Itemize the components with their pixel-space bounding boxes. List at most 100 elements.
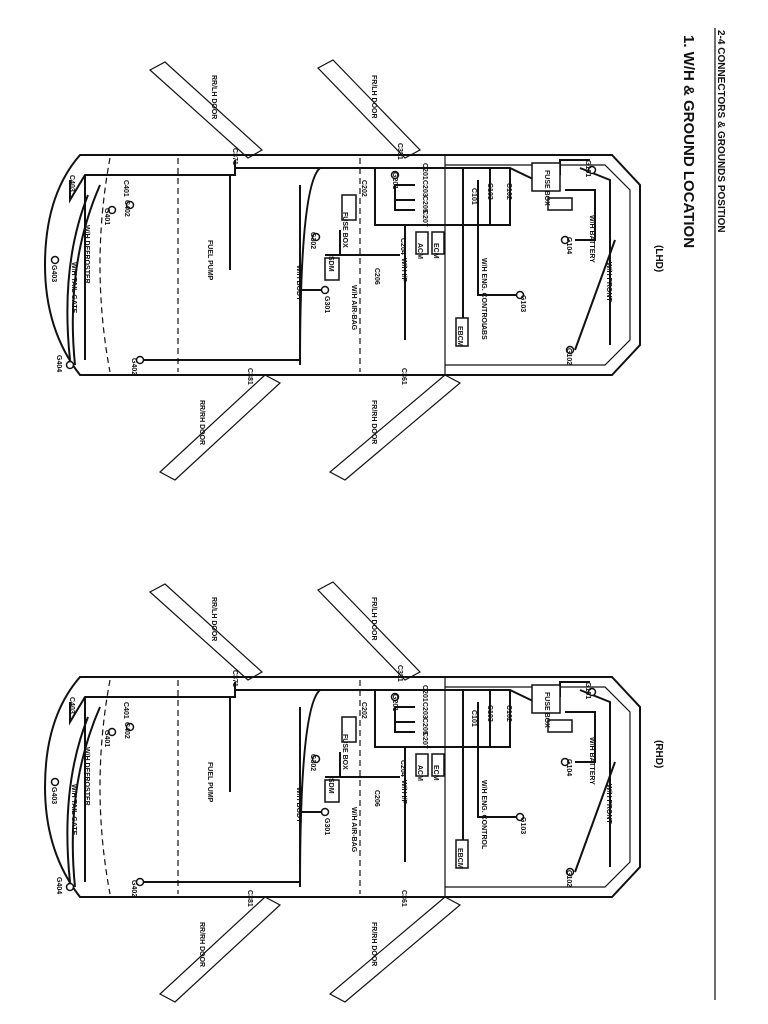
wire-harness bbox=[71, 706, 101, 888]
wire-harness bbox=[477, 702, 520, 818]
sdm-module bbox=[324, 257, 340, 281]
diagram-label: C401 bbox=[122, 180, 129, 197]
page-title: 1. W/H & GROUND LOCATION bbox=[680, 35, 697, 248]
ecm-module bbox=[431, 231, 445, 255]
wire-harness bbox=[66, 194, 89, 361]
wire-harness bbox=[565, 711, 596, 763]
diagram-label: C201 bbox=[421, 163, 428, 180]
diagram-label: C205 bbox=[421, 718, 428, 735]
wire-harness bbox=[66, 716, 89, 883]
diagram-label: C204 bbox=[399, 238, 406, 255]
diagram-label: ACM bbox=[416, 765, 423, 781]
diagram-label: W/H I/P bbox=[400, 258, 407, 282]
diagram-label: FUEL PUMP bbox=[206, 762, 213, 803]
ebcm-module bbox=[455, 839, 469, 869]
diagram-label: FUSE BOX bbox=[543, 692, 550, 728]
ground-point bbox=[125, 722, 135, 732]
diagram-label: W/H FRONT bbox=[605, 262, 612, 302]
ground-point bbox=[515, 812, 525, 822]
wire-harness bbox=[574, 239, 616, 351]
vehicle-outline bbox=[43, 154, 641, 376]
ground-point bbox=[320, 285, 330, 295]
rear-divider bbox=[99, 679, 111, 895]
diagram-label: C403 bbox=[68, 697, 75, 714]
diagram-label: C402 bbox=[123, 722, 130, 739]
diagram-label: C351 bbox=[396, 143, 403, 160]
diagram-label: G302 bbox=[309, 232, 316, 249]
ground-point bbox=[107, 727, 117, 737]
diagram-label: G302 bbox=[309, 754, 316, 771]
diagram-label: W/H BATTERY bbox=[588, 737, 595, 785]
ground-point bbox=[125, 200, 135, 210]
wire-harness bbox=[374, 690, 511, 748]
ground-point bbox=[50, 777, 60, 787]
ground-point bbox=[565, 345, 575, 355]
vehicle-outline bbox=[43, 676, 641, 898]
wire-harness bbox=[299, 689, 321, 888]
diagram-label: C203 bbox=[421, 180, 428, 197]
diagram-label: W/H BATTERY bbox=[588, 215, 595, 263]
ground-point bbox=[560, 757, 570, 767]
diagram-label: C103 bbox=[486, 705, 493, 722]
diagram-label: C102 bbox=[505, 705, 512, 722]
diagram-label: G401 bbox=[103, 208, 110, 225]
diagram-label: C103 bbox=[486, 183, 493, 200]
battery bbox=[547, 719, 573, 733]
diagram-label: G103 bbox=[519, 817, 526, 834]
diagram-label: W/H AIR-BAG bbox=[350, 807, 357, 853]
ground-point bbox=[565, 867, 575, 877]
door-outline bbox=[317, 581, 421, 681]
fuse-box bbox=[531, 162, 561, 192]
diagram-label: G201 bbox=[391, 694, 398, 711]
diagram-label: G301 bbox=[323, 818, 330, 835]
diagram-label: C371 bbox=[231, 148, 238, 165]
diagram-label: C201 bbox=[421, 685, 428, 702]
diagram-label: G104 bbox=[565, 237, 572, 254]
door-outline bbox=[328, 374, 462, 481]
diagram-label: SDM bbox=[327, 256, 334, 272]
diagram-label: G401 bbox=[103, 730, 110, 747]
diagram-label: C401 bbox=[122, 702, 129, 719]
diagram-label: G201 bbox=[391, 172, 398, 189]
diagram-label: FR/LH DOOR bbox=[370, 75, 377, 119]
door-outline bbox=[158, 374, 282, 481]
wire-harness bbox=[565, 189, 596, 241]
ground-point bbox=[135, 355, 145, 365]
diagram-label: G402 bbox=[130, 880, 137, 897]
ground-point bbox=[107, 205, 117, 215]
diagram-label: RR/RH DOOR bbox=[198, 400, 205, 445]
acm-module bbox=[415, 231, 429, 255]
diagram-label: FUEL PUMP bbox=[206, 240, 213, 281]
diagram-label: ABS bbox=[480, 325, 487, 340]
vehicle-inner-outline bbox=[445, 164, 631, 366]
diagram-label: ECM bbox=[432, 765, 439, 781]
diagram-label: G403 bbox=[50, 787, 57, 804]
vehicle-inner-outline bbox=[445, 686, 631, 888]
diagram-label: G101 bbox=[584, 160, 591, 177]
ecm-module bbox=[431, 753, 445, 777]
ground-point bbox=[311, 754, 321, 764]
diagram-label: C351 bbox=[396, 665, 403, 682]
diagram-label: RR/LH DOOR bbox=[210, 597, 217, 641]
wire-harness bbox=[69, 160, 236, 204]
diagram-label: W/H I/P bbox=[400, 780, 407, 804]
diagram-label: C202 bbox=[360, 702, 367, 719]
wire-harness bbox=[71, 184, 101, 366]
diagram-label: C202 bbox=[360, 180, 367, 197]
diagram-label: ECM bbox=[432, 243, 439, 259]
ground-point bbox=[390, 170, 400, 180]
diagram-label: G104 bbox=[565, 759, 572, 776]
diagram-label: G402 bbox=[130, 358, 137, 375]
ground-point bbox=[135, 877, 145, 887]
diagram-label: C403 bbox=[68, 175, 75, 192]
section-header: 2-4 CONNECTORS & GROUNDS POSITION bbox=[715, 30, 726, 233]
diagram-label: C101 bbox=[470, 710, 477, 727]
diagram-label: W/H FRONT bbox=[605, 784, 612, 824]
door-outline bbox=[148, 583, 264, 681]
diagram-label: ACM bbox=[416, 243, 423, 259]
door-outline bbox=[328, 896, 462, 1003]
diagram-label: W/H TAIL GATE bbox=[70, 784, 77, 836]
battery bbox=[547, 197, 573, 211]
